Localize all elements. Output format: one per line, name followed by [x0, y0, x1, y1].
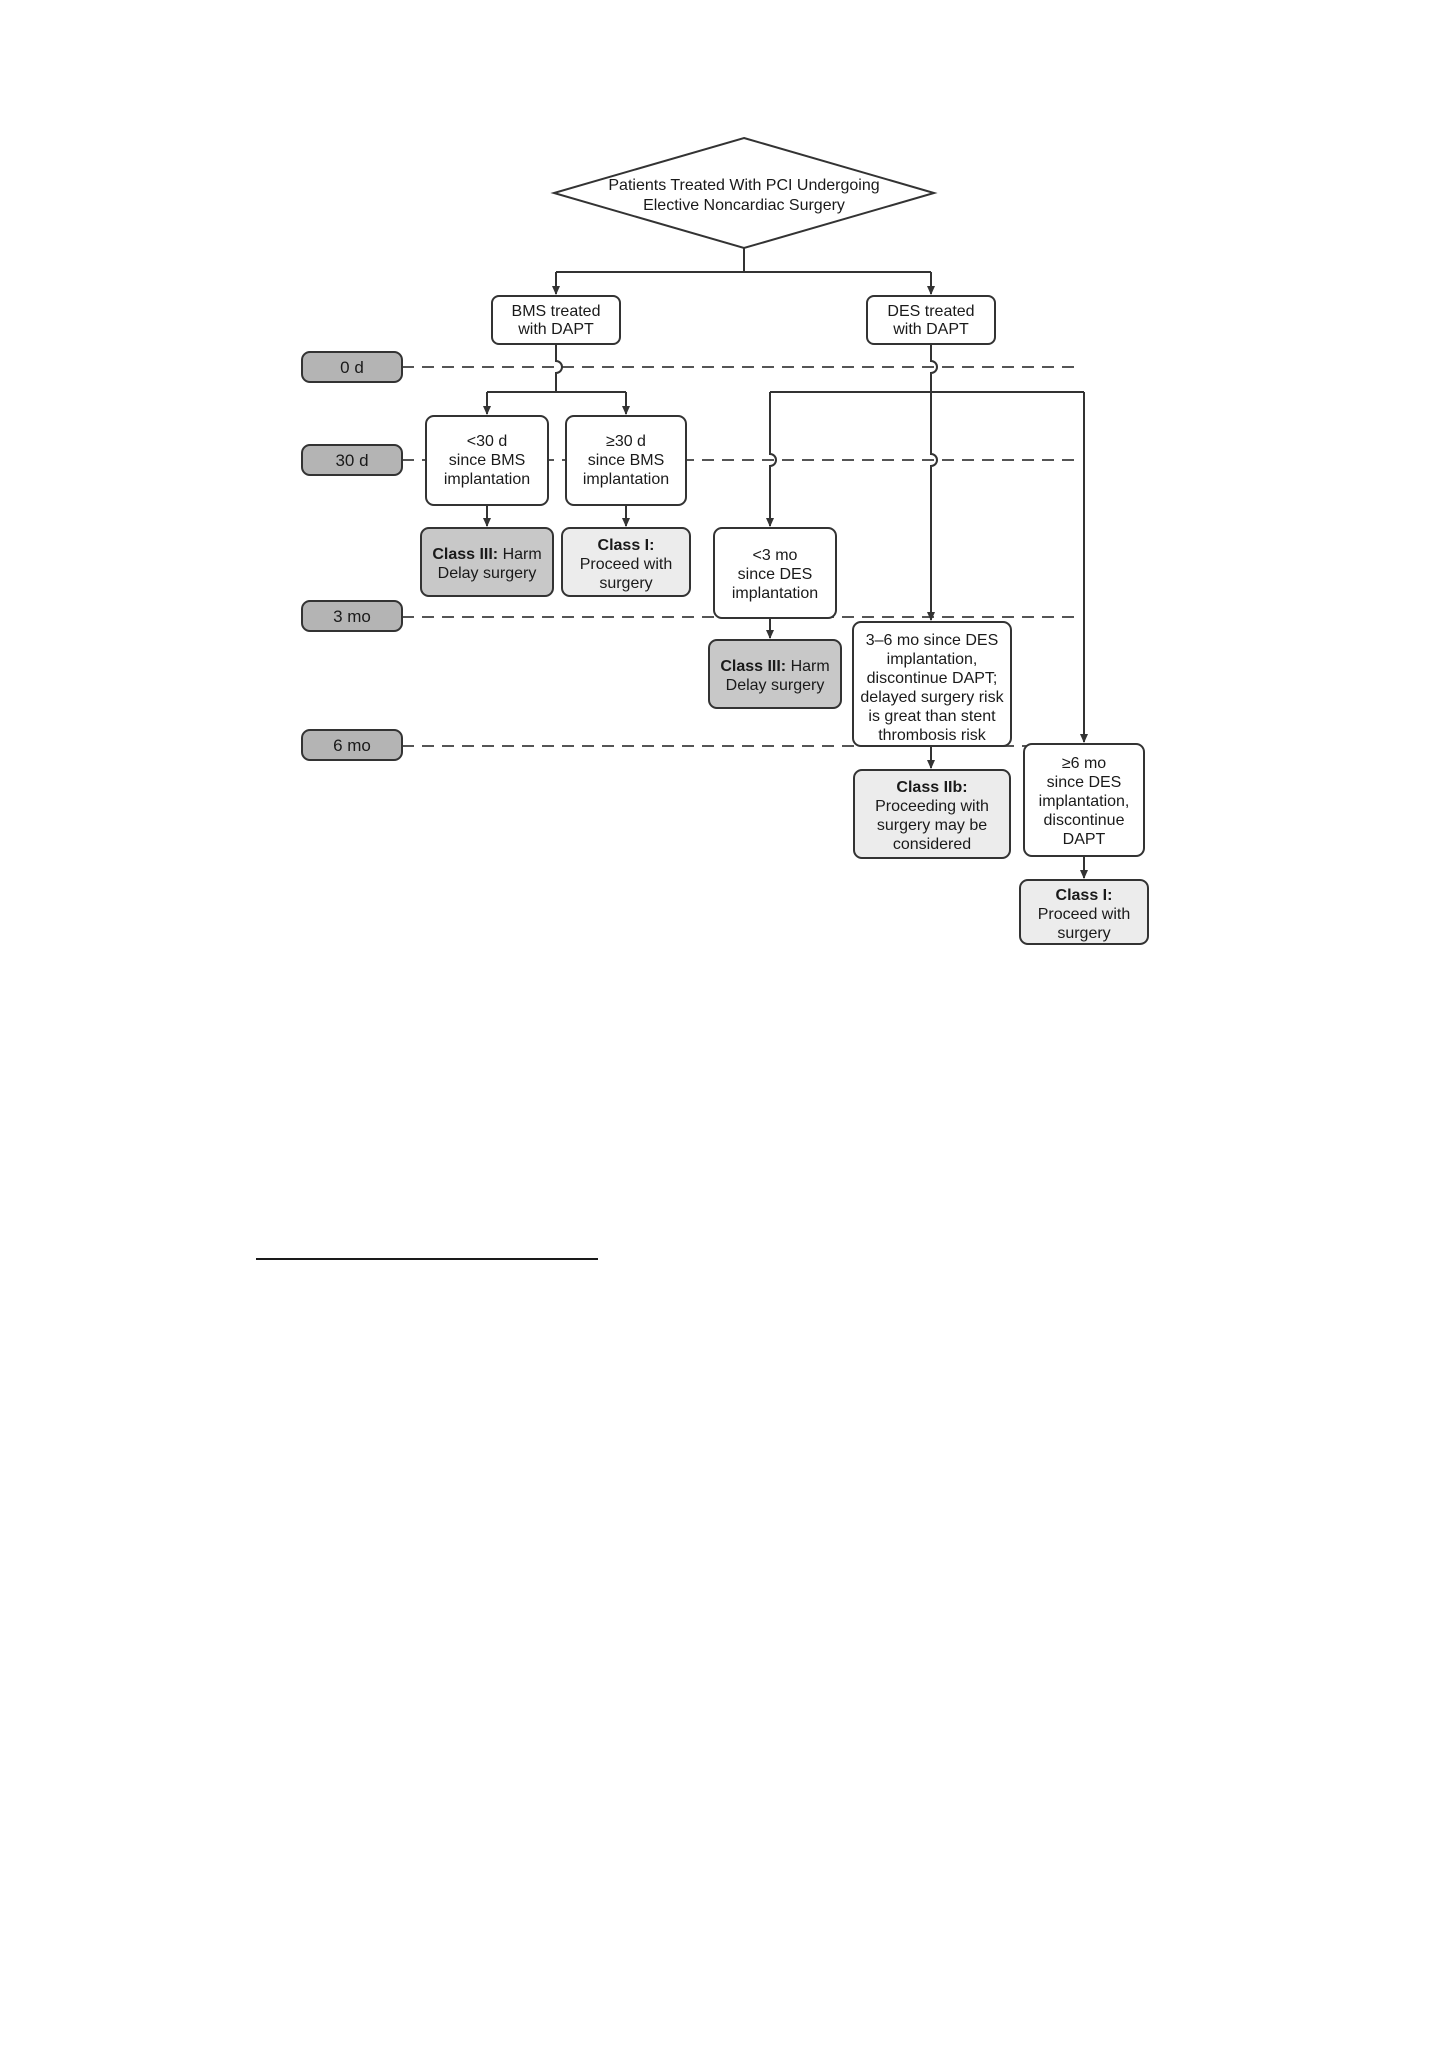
des-class2b-box: Class IIb: Proceeding with surgery may b… — [853, 769, 1011, 859]
des-class1-box: Class I: Proceed with surgery — [1019, 879, 1149, 945]
timeline-text-0d: 0 d — [340, 358, 364, 377]
timeline-label-6mo: 6 mo — [301, 729, 403, 761]
bms-lt30-line-1: <30 d — [467, 433, 507, 450]
footnote-rule — [256, 1258, 598, 1260]
des-lt3-line-1: <3 mo — [753, 547, 798, 564]
bms-line-1: BMS treated — [512, 303, 601, 320]
bms-class3-harm: Harm — [498, 546, 542, 563]
des-treated-box: DES treated with DAPT — [866, 295, 996, 345]
des-ge6-line-2: since DES — [1047, 774, 1122, 791]
timeline-label-3mo: 3 mo — [301, 600, 403, 632]
svg-text:Class III: Harm: Class III: Harm — [720, 658, 829, 675]
des-3to6-line-4: delayed surgery risk — [860, 689, 1004, 706]
des-class1-line-2: Proceed with — [1038, 906, 1131, 923]
des-3to6-line-3: discontinue DAPT; — [867, 670, 998, 687]
svg-text:Class III: Harm: Class III: Harm — [432, 546, 541, 563]
des-3to6-line-1: 3–6 mo since DES — [866, 632, 999, 649]
title-line-2: Elective Noncardiac Surgery — [643, 197, 845, 214]
des-lt3-line-2: since DES — [738, 566, 813, 583]
bms-lt30-box: <30 d since BMS implantation — [425, 415, 549, 506]
timeline-text-30d: 30 d — [335, 451, 368, 470]
bms-class1-line-2: Proceed with — [580, 556, 673, 573]
des-class3-box: Class III: Harm Delay surgery — [708, 639, 842, 709]
des-class3-action: Delay surgery — [726, 677, 825, 694]
des-class2b-line-4: considered — [893, 836, 971, 853]
connectors — [483, 248, 1088, 879]
bms-class1-label: Class I: — [598, 537, 655, 554]
title-diamond: Patients Treated With PCI Undergoing Ele… — [550, 136, 938, 250]
des-line-2: with DAPT — [892, 321, 969, 338]
des-3to6-line-6: thrombosis risk — [878, 727, 987, 744]
timeline-label-0d: 0 d — [301, 351, 403, 383]
des-lt3-line-3: implantation — [732, 585, 818, 602]
des-3to6-line-5: is great than stent — [868, 708, 996, 725]
bms-class1-line-3: surgery — [599, 575, 652, 592]
des-3to6-line-2: implantation, — [887, 651, 978, 668]
des-3to6-box: 3–6 mo since DES implantation, discontin… — [852, 621, 1012, 747]
bms-ge30-line-1: ≥30 d — [606, 433, 646, 450]
title-line-1: Patients Treated With PCI Undergoing — [608, 177, 879, 194]
des-class2b-line-3: surgery may be — [877, 817, 987, 834]
des-ge6-line-1: ≥6 mo — [1062, 755, 1106, 772]
des-class2b-line-2: Proceeding with — [875, 798, 989, 815]
timeline-text-3mo: 3 mo — [333, 607, 371, 626]
des-ge6-line-4: discontinue — [1044, 812, 1125, 829]
des-ge6-box: ≥6 mo since DES implantation, discontinu… — [1023, 743, 1145, 857]
bms-lt30-line-2: since BMS — [449, 452, 525, 469]
des-class3-label: Class III: — [720, 658, 786, 675]
bms-class3-box: Class III: Harm Delay surgery — [420, 527, 554, 597]
des-lt3-box: <3 mo since DES implantation — [713, 527, 837, 619]
bms-treated-box: BMS treated with DAPT — [491, 295, 621, 345]
bms-line-2: with DAPT — [517, 321, 594, 338]
bms-ge30-box: ≥30 d since BMS implantation — [565, 415, 687, 506]
des-ge6-line-5: DAPT — [1063, 831, 1106, 848]
bms-ge30-line-2: since BMS — [588, 452, 664, 469]
des-ge6-line-3: implantation, — [1039, 793, 1130, 810]
des-line-1: DES treated — [887, 303, 974, 320]
des-class1-label: Class I: — [1056, 887, 1113, 904]
bms-class3-label: Class III: — [432, 546, 498, 563]
des-class3-harm: Harm — [786, 658, 830, 675]
bms-ge30-line-3: implantation — [583, 471, 669, 488]
timeline-label-30d: 30 d — [301, 444, 403, 476]
bms-class1-box: Class I: Proceed with surgery — [561, 527, 691, 597]
des-class2b-label: Class IIb: — [896, 779, 967, 796]
des-class1-line-3: surgery — [1057, 925, 1110, 942]
timeline-text-6mo: 6 mo — [333, 736, 371, 755]
bms-lt30-line-3: implantation — [444, 471, 530, 488]
bms-class3-action: Delay surgery — [438, 565, 537, 582]
